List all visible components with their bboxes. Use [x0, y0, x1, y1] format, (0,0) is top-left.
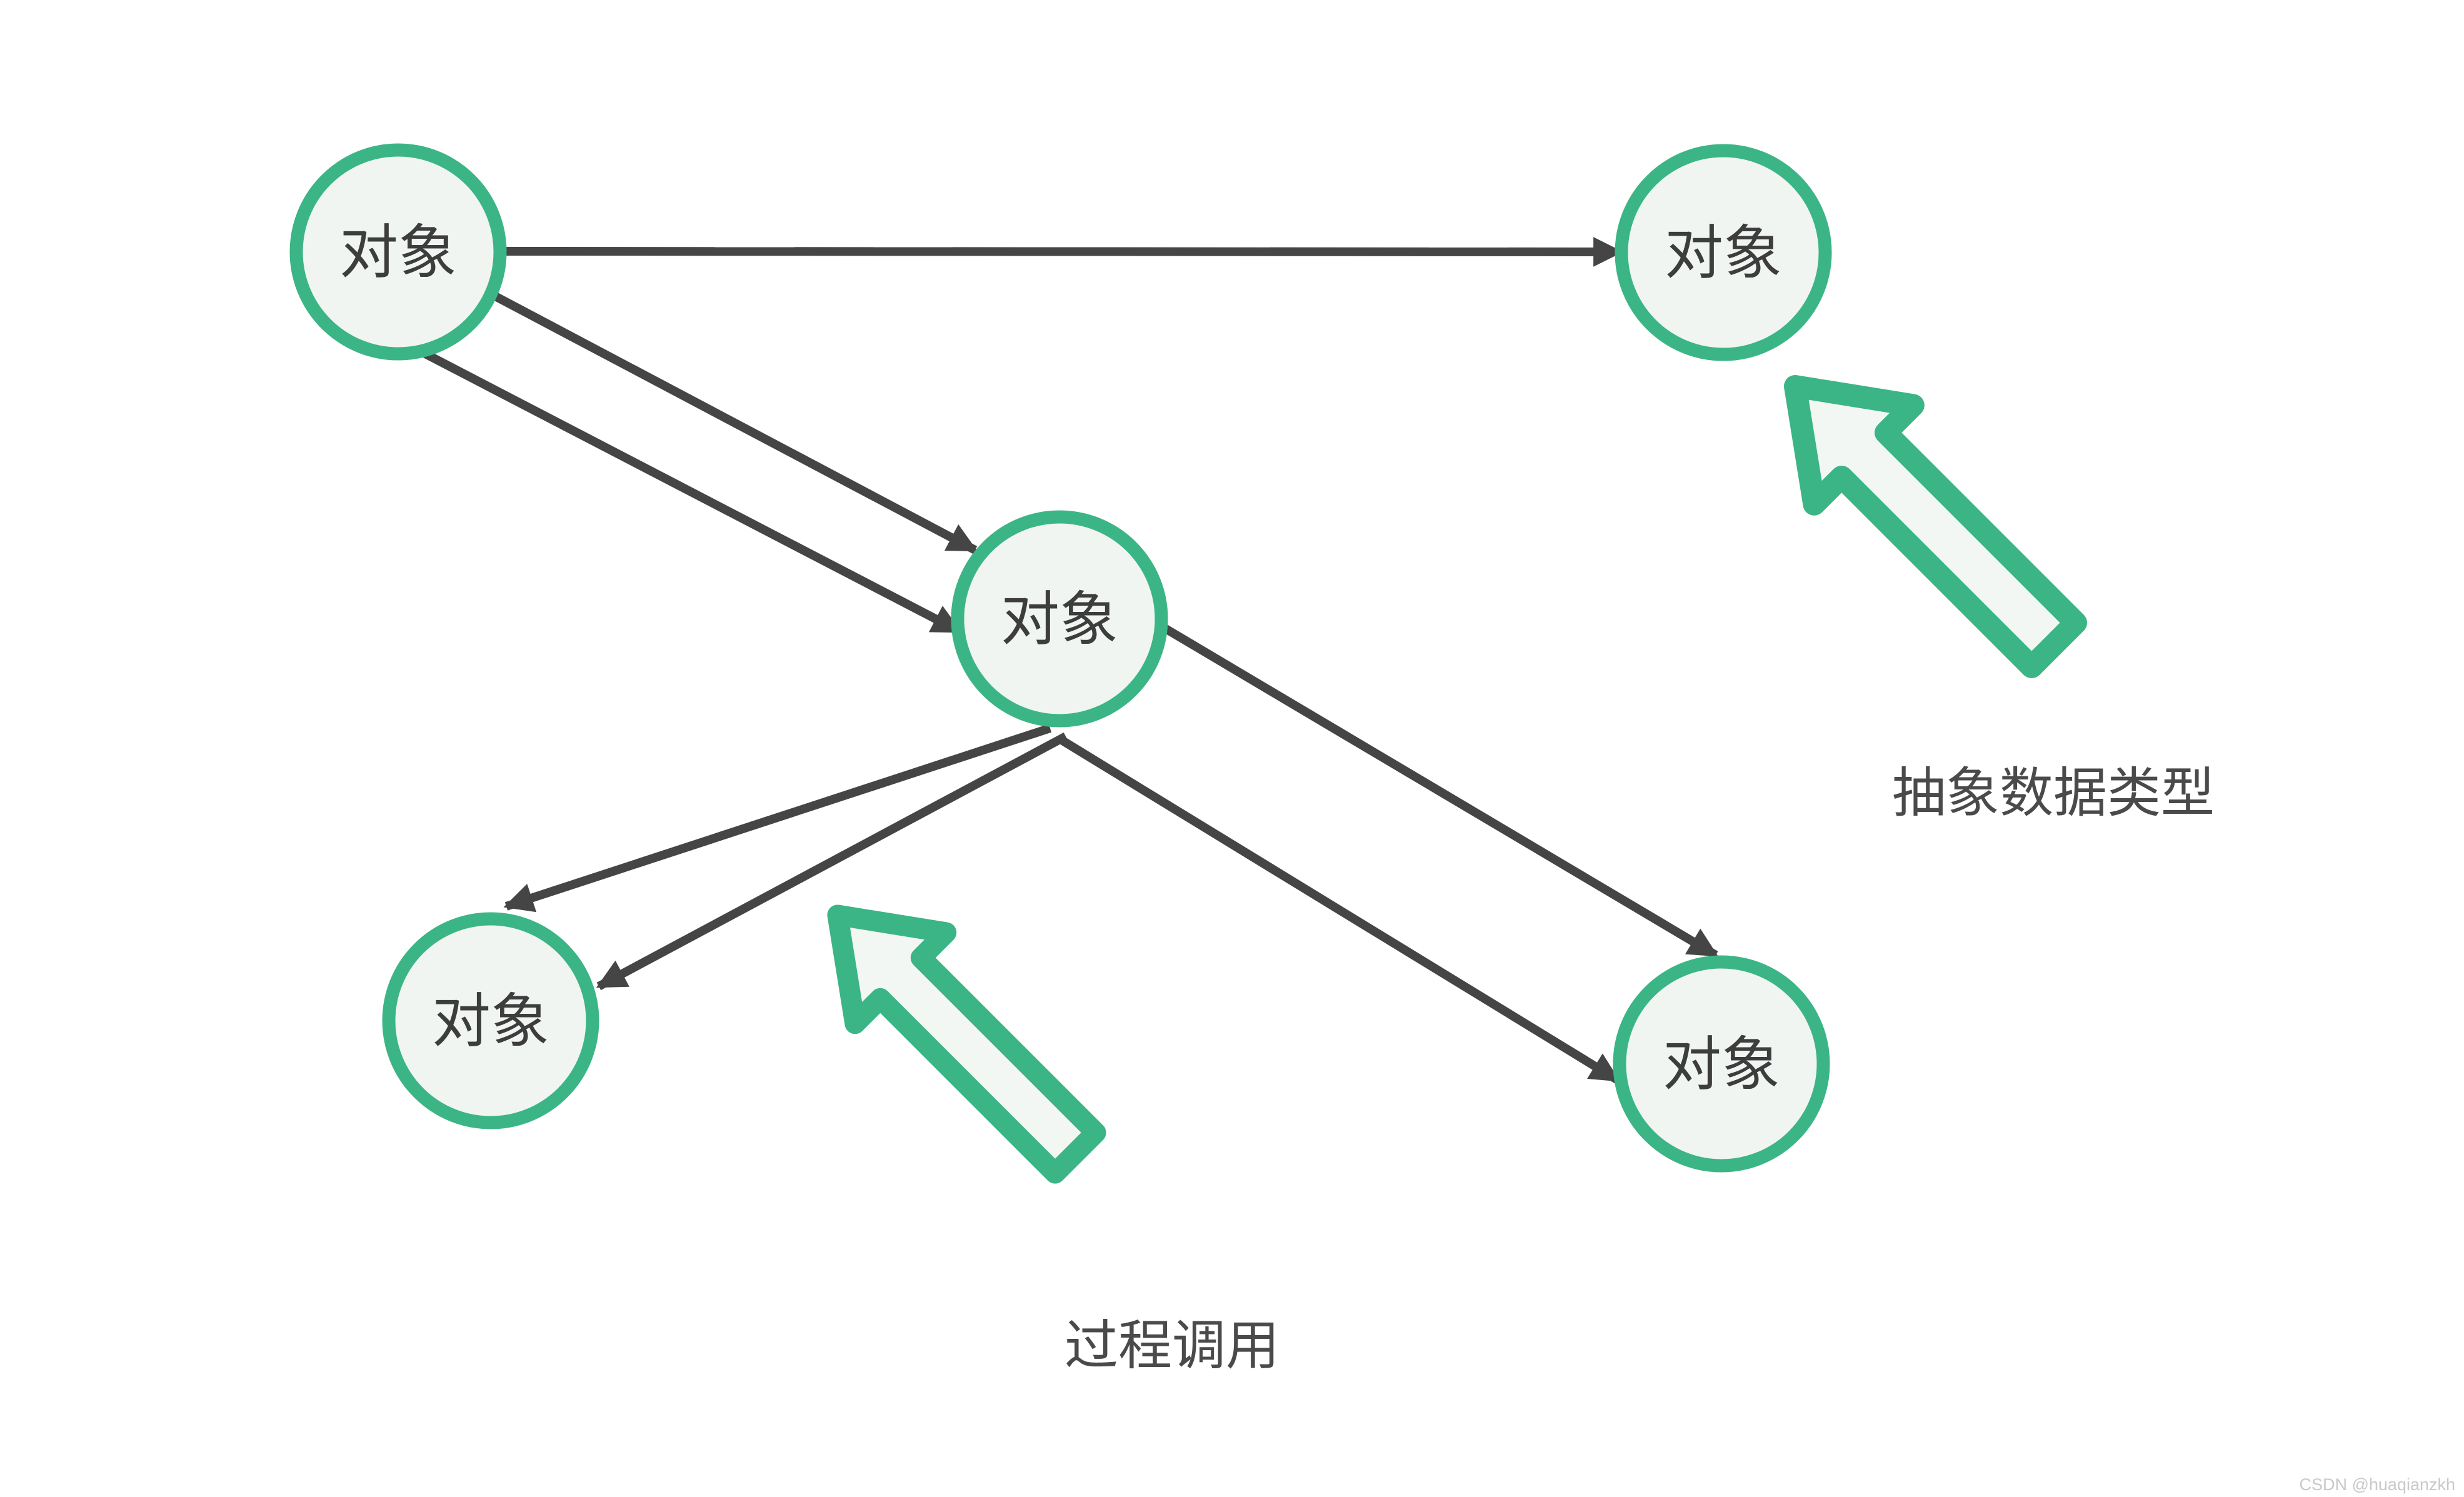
edge-topleft-to-topright — [499, 237, 1623, 267]
green-pointer-arrow-icon-call — [827, 904, 1106, 1184]
caption-procedure-call: 过程调用 — [1064, 1316, 1280, 1376]
green-pointer-arrow-icon-adt — [1784, 375, 2088, 679]
node-middle — [951, 510, 1168, 728]
node-top-left-label: 对象 — [339, 219, 457, 285]
edge-middle-to-bottomright-top — [1157, 621, 1719, 959]
edge-topleft-to-middle-upper — [488, 289, 978, 554]
edge-middle-to-bottomright-side — [1060, 737, 1621, 1084]
edge-middle-to-bottomleft-top — [503, 724, 1052, 913]
node-bottom-right — [1613, 955, 1830, 1173]
csdn-watermark: CSDN @huaqianzkh — [2299, 1475, 2455, 1494]
node-bottom-right-label: 对象 — [1663, 1031, 1780, 1097]
node-bottom-left — [382, 912, 599, 1129]
edge-middle-to-bottomleft-side — [596, 732, 1068, 991]
node-top-right-label: 对象 — [1665, 220, 1782, 286]
caption-abstract-data-type: 抽象数据类型 — [1892, 763, 2215, 823]
node-top-right — [1615, 144, 1832, 361]
node-bottom-left-label: 对象 — [432, 988, 549, 1054]
node-middle-label: 对象 — [1001, 586, 1118, 652]
node-top-left — [289, 143, 507, 361]
edge-topleft-to-middle-lower — [413, 344, 963, 636]
